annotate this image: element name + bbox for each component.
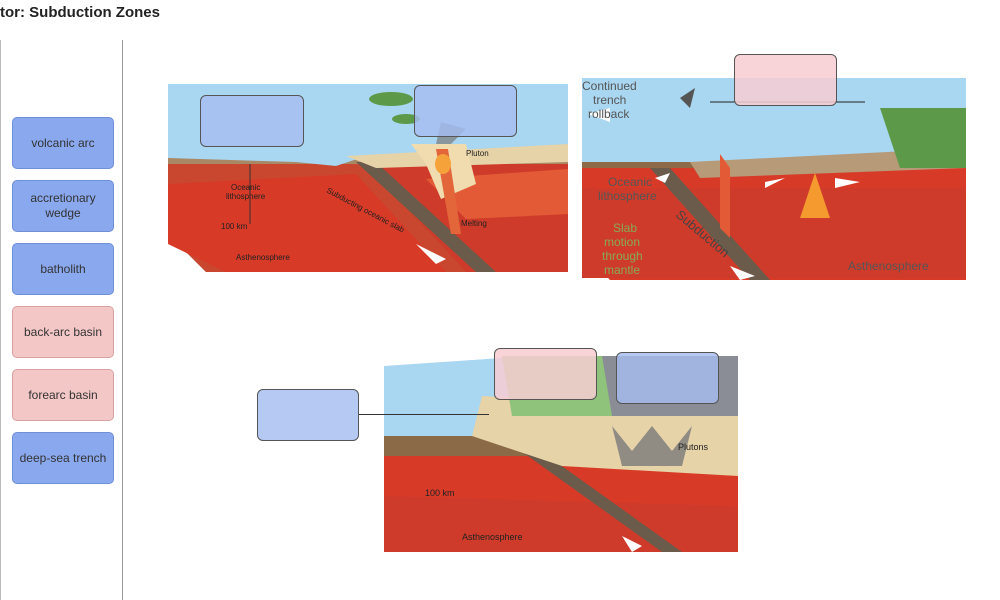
label-lithosphere: lithosphere <box>226 192 266 201</box>
diagram-3-continental-arc: Plutons 100 km Asthenosphere <box>384 356 738 552</box>
term-volcanic-arc[interactable]: volcanic arc <box>12 117 114 169</box>
drop-zone-1[interactable] <box>200 95 304 147</box>
term-back-arc-basin[interactable]: back-arc basin <box>12 306 114 358</box>
label-through: through <box>602 249 643 263</box>
diagram-2-trench-rollback: Continued trench rollback Oceanic lithos… <box>582 78 966 280</box>
label-motion: motion <box>604 235 640 249</box>
label-trench: trench <box>593 93 626 107</box>
label-melting: Melting <box>461 219 487 228</box>
term-forearc-basin[interactable]: forearc basin <box>12 369 114 421</box>
label-pluton: Pluton <box>466 149 489 158</box>
label-oceanic-2: Oceanic <box>608 175 652 189</box>
label-asthenosphere-3: Asthenosphere <box>462 532 523 542</box>
label-continued: Continued <box>582 79 637 93</box>
drop-zone-2[interactable] <box>414 85 517 137</box>
label-slab: Slab <box>613 221 637 235</box>
label-lithosphere-2: lithosphere <box>598 189 657 203</box>
drop-zone-4[interactable] <box>257 389 359 441</box>
term-accretionary-wedge[interactable]: accretionary wedge <box>12 180 114 232</box>
drop-zone-3[interactable] <box>734 54 837 106</box>
label-plutons: Plutons <box>678 442 709 452</box>
label-rollback: rollback <box>588 107 630 121</box>
leader-line <box>359 414 489 415</box>
term-batholith[interactable]: batholith <box>12 243 114 295</box>
drop-zone-6[interactable] <box>616 352 719 404</box>
drop-zone-5[interactable] <box>494 348 597 400</box>
term-bank: volcanic arc accretionary wedge batholit… <box>0 40 123 600</box>
label-oceanic: Oceanic <box>231 183 260 192</box>
label-asthenosphere-2: Asthenosphere <box>848 259 929 273</box>
label-asthenosphere: Asthenosphere <box>236 253 290 262</box>
page-title: tor: Subduction Zones <box>0 4 160 21</box>
label-100km-3: 100 km <box>425 488 455 498</box>
label-100km: 100 km <box>221 222 248 231</box>
term-deep-sea-trench[interactable]: deep-sea trench <box>12 432 114 484</box>
label-mantle: mantle <box>604 263 640 277</box>
